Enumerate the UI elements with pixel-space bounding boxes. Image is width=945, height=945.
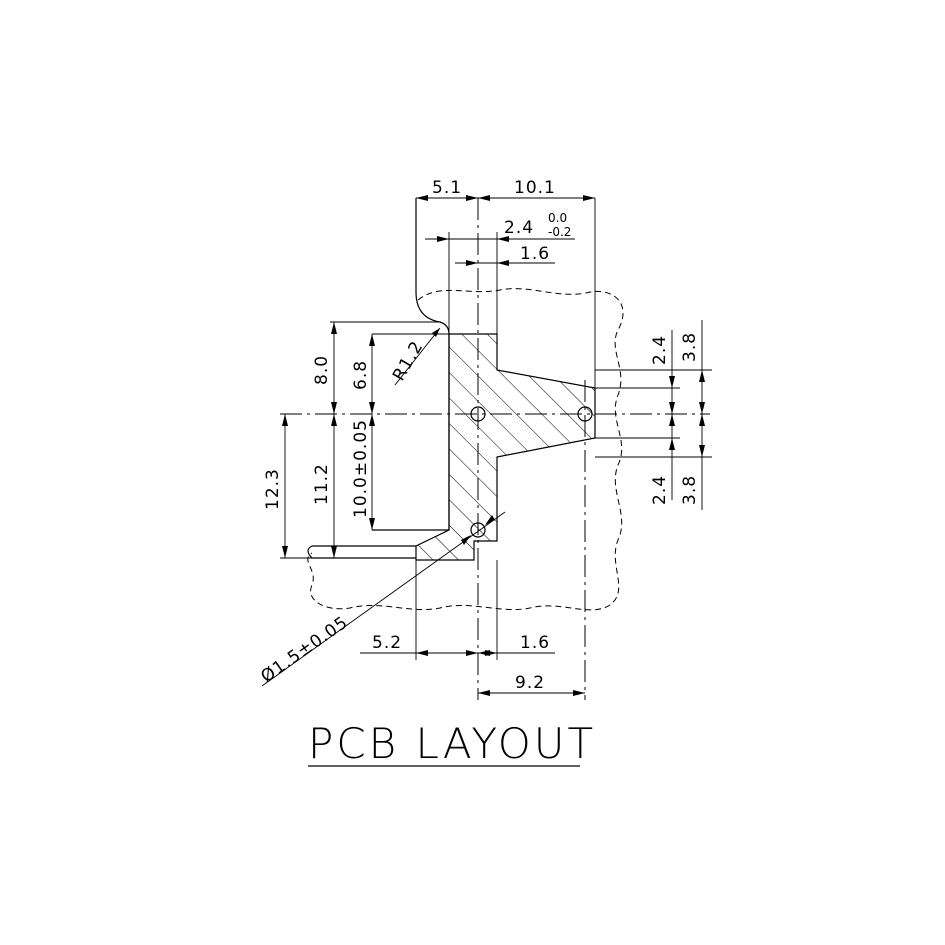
dim-3-8-right-bottom: 3.8	[680, 475, 700, 505]
hole-2	[577, 406, 593, 422]
dim-1-6-bottom: 1.6	[520, 633, 550, 653]
dim-3-8-right-top: 3.8	[680, 332, 700, 362]
dim-1-6-top: 1.6	[520, 244, 550, 264]
dim-10-1: 10.1	[514, 178, 556, 198]
dim-8-0: 8.0	[312, 355, 332, 385]
pad-shape	[415, 333, 596, 561]
hole-3	[470, 522, 486, 538]
dim-radius: R1.2	[389, 337, 428, 384]
dim-10-0: 10.0±0.05	[351, 419, 371, 518]
drawing-title: PCB LAYOUT	[308, 719, 596, 768]
dim-5-2: 5.2	[372, 633, 402, 653]
dim-2-4-top: 2.4	[504, 218, 534, 238]
dim-2-4-tol-upper: 0.0	[548, 211, 567, 225]
dim-12-3: 12.3	[263, 468, 283, 510]
bottom-slot	[307, 545, 416, 559]
dim-2-4-right-bottom: 2.4	[650, 475, 670, 505]
board-outline	[307, 288, 624, 611]
dim-6-8: 6.8	[351, 360, 371, 390]
hole-1	[470, 406, 486, 422]
dim-5-1: 5.1	[432, 178, 462, 198]
dim-9-2: 9.2	[515, 673, 545, 693]
dim-2-4-tol-lower: -0.2	[548, 225, 571, 239]
dim-11-2: 11.2	[312, 463, 332, 505]
dim-hole-diameter: Ø1.5±0.05	[257, 612, 352, 687]
dim-2-4-right-top: 2.4	[650, 335, 670, 365]
